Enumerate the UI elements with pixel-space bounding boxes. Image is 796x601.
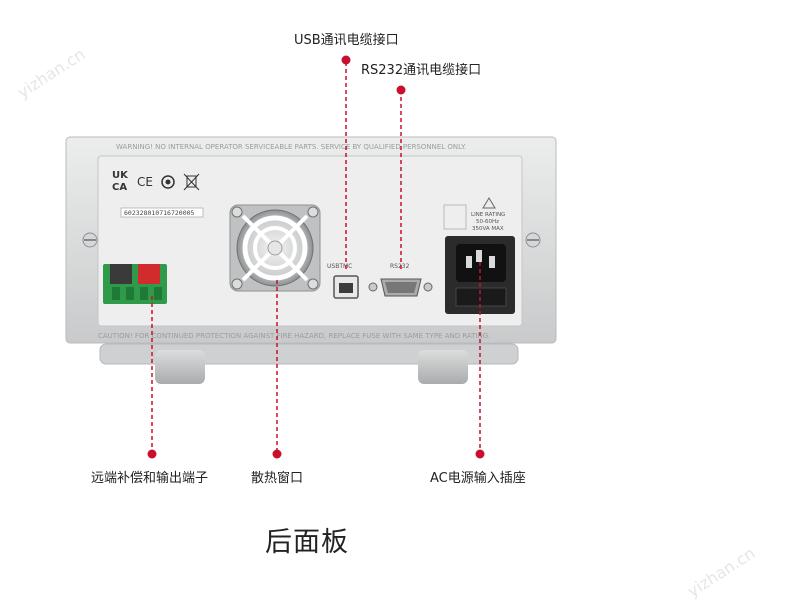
svg-text:50-60Hz: 50-60Hz: [476, 219, 499, 225]
weee-bin-icon: [183, 173, 200, 191]
rs232-callout-label: RS232通讯电缆接口: [361, 63, 482, 78]
ukca-mark-bottom: CA: [112, 182, 127, 193]
fan-screw-icon: [231, 206, 243, 218]
ukca-mark-top: UK: [112, 170, 129, 181]
ac-callout-dot: [475, 449, 485, 459]
usb-callout-label: USB通讯电缆接口: [294, 33, 399, 48]
usb-b-port[interactable]: [333, 275, 359, 299]
rs232-callout-dot: [396, 85, 406, 95]
ac-power-inlet[interactable]: [445, 236, 515, 314]
fan-screw-icon: [307, 278, 319, 290]
terminal-callout-dot: [147, 449, 157, 459]
fan-screw-icon: [231, 278, 243, 290]
ce-mark: CE: [137, 175, 153, 189]
fan-callout-dot: [272, 449, 282, 459]
svg-text:LINE RATING: LINE RATING: [471, 212, 505, 218]
usb-port-label: USBTMC: [327, 263, 352, 270]
fan-screw-icon: [307, 206, 319, 218]
serial-label: [120, 207, 204, 218]
usb-callout-dot: [341, 55, 351, 65]
rs232-port-label: RS232: [390, 263, 410, 270]
fan-callout-label: 散热窗口: [251, 471, 304, 486]
caution-text: CAUTION! FOR CONTINUED PROTECTION AGAINS…: [98, 332, 490, 340]
right-foot: [418, 350, 468, 384]
output-terminal-block[interactable]: [103, 264, 167, 304]
ac-callout-label: AC电源输入插座: [430, 471, 526, 486]
panel-title: 后面板: [265, 527, 349, 558]
rating-label: LINE RATING 50-60Hz 350VA MAX: [443, 197, 505, 232]
cooling-fan: [229, 204, 321, 292]
left-foot: [155, 350, 205, 384]
serial-number: 602328010716720005: [124, 209, 195, 217]
warning-text: WARNING! NO INTERNAL OPERATOR SERVICEABL…: [116, 143, 466, 151]
rs232-db9-port[interactable]: [368, 278, 433, 297]
svg-text:350VA MAX: 350VA MAX: [472, 226, 504, 232]
right-screw-icon: [525, 232, 541, 248]
terminal-callout-label: 远端补偿和输出端子: [91, 471, 209, 486]
left-screw-icon: [82, 232, 98, 248]
recycle-icon: [161, 175, 175, 189]
